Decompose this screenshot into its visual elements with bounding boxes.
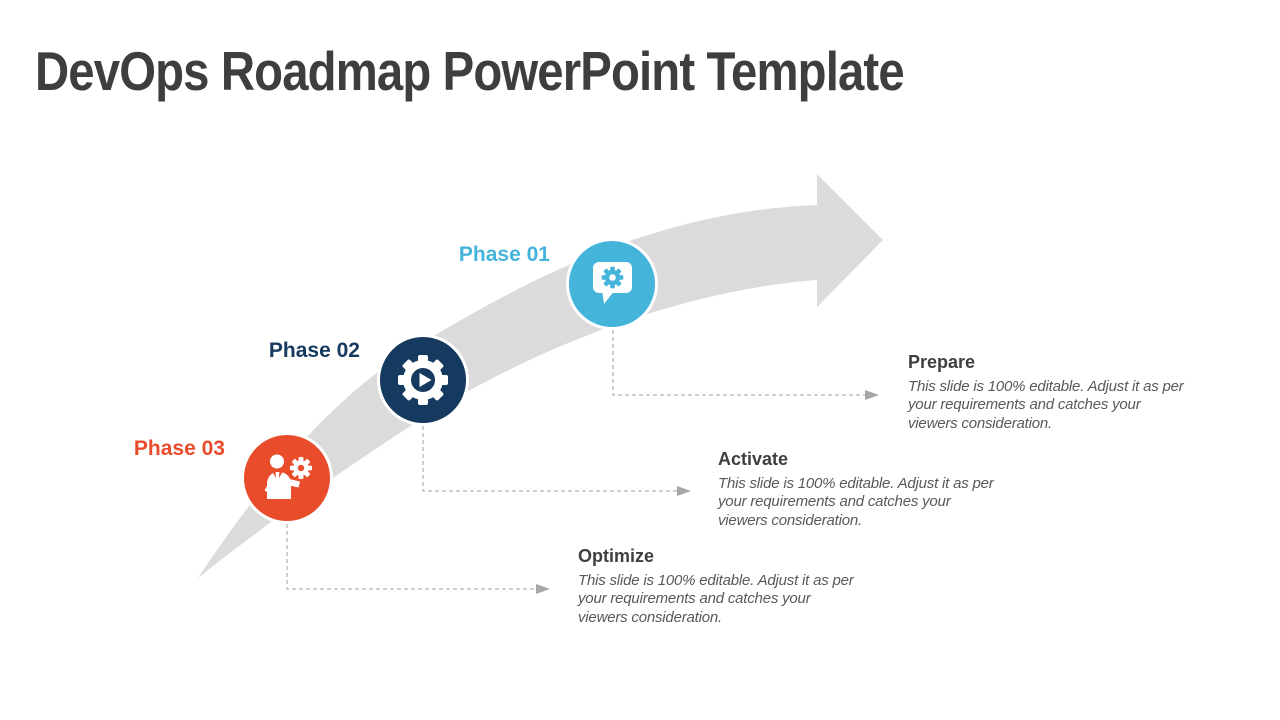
connector-arrowhead-phase-01 — [865, 390, 879, 400]
step-activate-description-line: viewers consideration. — [718, 511, 863, 529]
step-activate-description-line: your requirements and catches your — [718, 493, 951, 511]
step-optimize-description-line: viewers consideration. — [578, 608, 723, 626]
step-prepare-description-line: viewers consideration. — [908, 414, 1053, 432]
phase-02-circle[interactable] — [377, 334, 469, 426]
connector-arrowhead-phase-03 — [536, 584, 550, 594]
connector-arrowhead-phase-02 — [677, 486, 691, 496]
chat-bubble-gear-icon — [593, 262, 632, 304]
phase-01-label: Phase 01 — [458, 243, 550, 266]
connector-phase-03 — [286, 524, 536, 590]
phase-01-circle[interactable] — [566, 238, 658, 330]
step-optimize: Optimize This slide is 100% editable. Ad… — [578, 546, 893, 627]
phase-03-circle[interactable] — [241, 432, 333, 524]
step-prepare-description-line: your requirements and catches your — [908, 396, 1141, 414]
step-optimize-description-line: This slide is 100% editable. Adjust it a… — [578, 571, 854, 589]
step-prepare: Prepare This slide is 100% editable. Adj… — [908, 352, 1223, 433]
phase-02-label: Phase 02 — [268, 339, 360, 362]
step-activate-description-line: This slide is 100% editable. Adjust it a… — [718, 474, 994, 492]
connector-phase-01 — [612, 330, 865, 396]
person-gear-icon — [264, 454, 312, 499]
step-prepare-title: Prepare — [908, 352, 976, 372]
step-activate-title: Activate — [718, 449, 789, 469]
gear-play-icon — [398, 355, 448, 405]
roadmap-arrow — [198, 174, 883, 578]
page-title: DevOps Roadmap PowerPoint Template — [35, 40, 905, 102]
step-optimize-title: Optimize — [578, 546, 655, 566]
step-prepare-description-line: This slide is 100% editable. Adjust it a… — [908, 377, 1184, 395]
step-activate: Activate This slide is 100% editable. Ad… — [718, 449, 1033, 530]
phase-03-label: Phase 03 — [133, 437, 225, 460]
connector-phase-02 — [422, 426, 677, 492]
step-optimize-description-line: your requirements and catches your — [578, 590, 811, 608]
